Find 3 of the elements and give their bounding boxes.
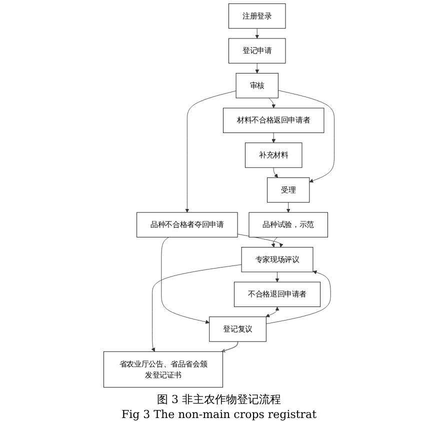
- caption-text: Fig 3 The non-main crops registrat: [121, 408, 317, 421]
- caption: 图 3 非主农作物登记流程: [156, 392, 282, 407]
- arrow: [221, 341, 238, 352]
